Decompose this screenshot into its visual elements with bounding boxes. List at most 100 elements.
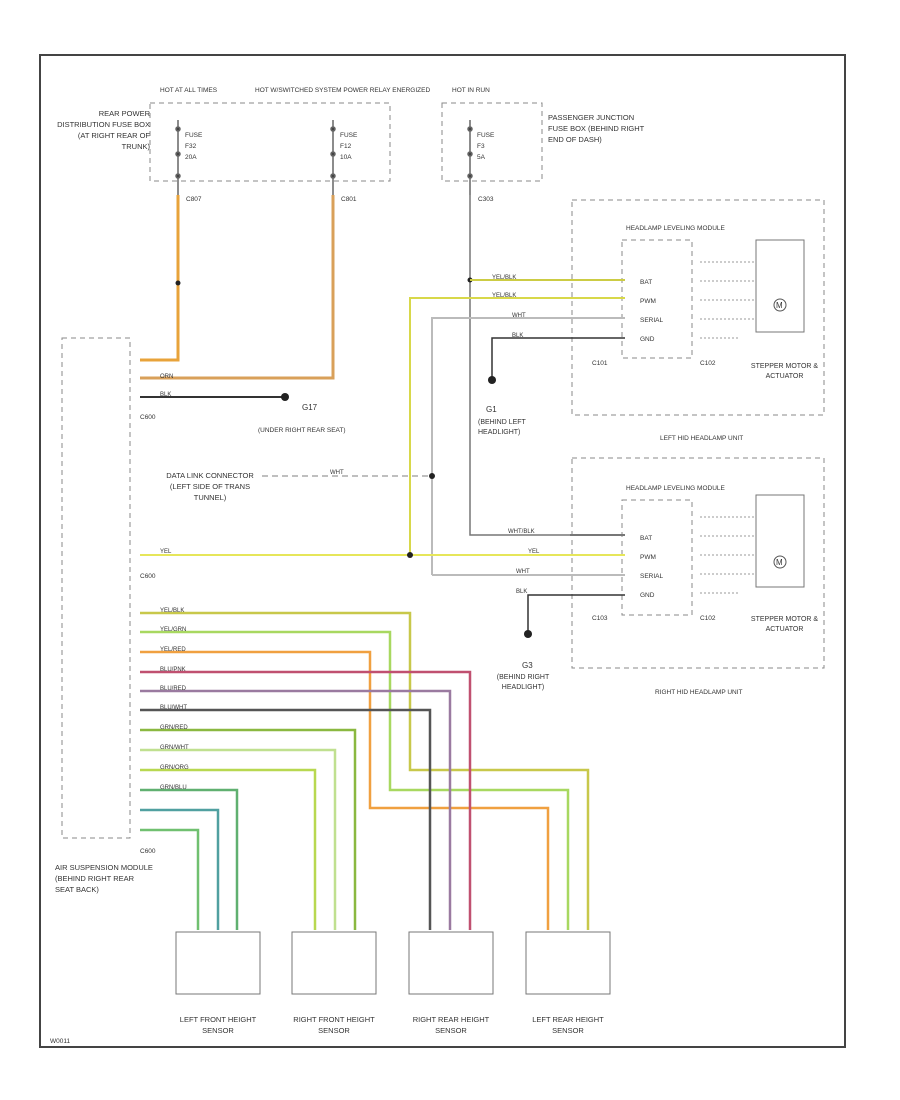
- right-rear-height-sensor: [408, 931, 494, 995]
- svg-text:BLU/RED: BLU/RED: [160, 686, 187, 692]
- svg-text:FUSE: FUSE: [340, 132, 358, 139]
- rh-stepper-label-wrap: STEPPER MOTOR & ACTUATOR: [750, 616, 819, 633]
- svg-text:F32: F32: [185, 143, 197, 150]
- rh-unit-label: RIGHT HID HEADLAMP UNIT: [655, 689, 743, 696]
- svg-text:FUSE: FUSE: [477, 132, 495, 139]
- rr-sensor-label-wrap: RIGHT REAR HEIGHT SENSOR: [412, 1015, 490, 1035]
- ground-g3-loc-wrap: (BEHIND RIGHT HEADLIGHT): [496, 674, 550, 691]
- rh-conn-c103: C103: [592, 615, 608, 622]
- wire-rh-gnd: [527, 594, 625, 632]
- conn-c303: C303: [478, 196, 494, 203]
- ground-g3: G3: [522, 661, 533, 670]
- lh-stepper-label: STEPPER MOTOR & ACTUATOR: [750, 363, 819, 380]
- conn-c801: C801: [341, 196, 357, 203]
- lh-conn-c102: C102: [700, 360, 716, 367]
- lh-module-label: HEADLAMP LEVELING MODULE: [626, 225, 726, 232]
- svg-text:GRN/RED: GRN/RED: [160, 725, 188, 731]
- sensor-harness: [140, 611, 590, 930]
- svg-text:PWM: PWM: [640, 298, 656, 305]
- dlc-label: DATA LINK CONNECTOR (LEFT SIDE OF TRANS …: [166, 471, 254, 502]
- asm-wire-orn: ORN: [160, 374, 173, 380]
- rh-module-pins: BAT PWM SERIAL GND: [640, 535, 664, 599]
- left-rear-height-sensor: [525, 931, 611, 995]
- ground-g17: G17: [302, 403, 318, 412]
- lh-headlamp-unit-outline: [571, 199, 825, 416]
- rf-sensor-label: RIGHT FRONT HEIGHT SENSOR: [293, 1015, 375, 1035]
- right-front-height-sensor: [291, 931, 377, 995]
- air-suspension-module-outline: [61, 337, 131, 839]
- lh-motor-mark: M: [776, 301, 783, 310]
- lh-unit-label: LEFT HID HEADLAMP UNIT: [660, 435, 743, 442]
- ground-g3-symbol: [524, 630, 532, 638]
- ground-g1-loc: (BEHIND LEFT HEADLIGHT): [478, 419, 526, 436]
- svg-text:20A: 20A: [185, 154, 197, 161]
- rr-sensor-label: RIGHT REAR HEIGHT SENSOR: [412, 1015, 490, 1035]
- svg-text:YEL/RED: YEL/RED: [160, 647, 186, 653]
- svg-text:F3: F3: [477, 143, 485, 150]
- ground-g3-loc: (BEHIND RIGHT HEADLIGHT): [496, 674, 550, 691]
- lh-stepper-motor: [755, 239, 805, 333]
- svg-text:10A: 10A: [340, 154, 352, 161]
- lh-wire-labels: YEL/BLK YEL/BLK WHT BLK: [492, 275, 526, 339]
- diagram-id: W0011: [50, 1038, 70, 1045]
- asm-wire-yel: YEL: [160, 549, 172, 555]
- hot-energized-label: HOT W/SWITCHED SYSTEM POWER RELAY ENERGI…: [255, 87, 430, 94]
- ground-g17-loc: (UNDER RIGHT REAR SEAT): [258, 427, 346, 434]
- svg-text:FUSE: FUSE: [185, 132, 203, 139]
- asm-wire-blk: BLK: [160, 392, 171, 398]
- rh-stepper-motor: [755, 494, 805, 588]
- ground-g1: G1: [486, 405, 497, 414]
- lh-module-outline: [621, 239, 693, 359]
- ground-g1-symbol: [488, 376, 496, 384]
- svg-text:BLU/WHT: BLU/WHT: [160, 705, 187, 711]
- rh-motor-mark: M: [776, 558, 783, 567]
- dlc-label-wrap: DATA LINK CONNECTOR (LEFT SIDE OF TRANS …: [166, 471, 254, 502]
- rh-wire-labels: WHT/BLK YEL WHT BLK: [508, 529, 540, 595]
- wire-wht-blk-f3: [469, 195, 570, 536]
- svg-text:YEL/BLK: YEL/BLK: [160, 608, 184, 614]
- pass-box-label-wrap: PASSENGER JUNCTION FUSE BOX (BEHIND RIGH…: [548, 113, 645, 144]
- asm-conn-bot: C600: [140, 848, 156, 855]
- svg-text:BLU/PNK: BLU/PNK: [160, 667, 186, 673]
- svg-text:BLK: BLK: [516, 589, 527, 595]
- svg-text:F12: F12: [340, 143, 352, 150]
- rear-box-label: REAR POWER DISTRIBUTION FUSE BOX (AT RIG…: [57, 109, 150, 151]
- asm-sensor-wire-labels: YEL/BLK YEL/GRN YEL/RED BLU/PNK BLU/RED …: [160, 608, 189, 791]
- svg-text:BLK: BLK: [512, 333, 523, 339]
- lf-sensor-label-wrap: LEFT FRONT HEIGHT SENSOR: [180, 1015, 256, 1035]
- svg-text:BAT: BAT: [640, 535, 652, 542]
- left-front-height-sensor: [175, 931, 261, 995]
- hot-in-run-label: HOT IN RUN: [452, 87, 490, 94]
- svg-text:YEL/GRN: YEL/GRN: [160, 627, 186, 633]
- wire-orn-f32: [140, 195, 180, 362]
- svg-text:5A: 5A: [477, 154, 486, 161]
- svg-text:SERIAL: SERIAL: [640, 573, 664, 580]
- ground-g17-symbol: [281, 393, 289, 401]
- lh-conn-c101: C101: [592, 360, 608, 367]
- hot-at-all-times-label: HOT AT ALL TIMES: [160, 87, 218, 94]
- rh-stepper-label: STEPPER MOTOR & ACTUATOR: [750, 616, 819, 633]
- wire-f12-asm: [140, 195, 335, 380]
- svg-text:WHT/BLK: WHT/BLK: [508, 529, 535, 535]
- svg-text:GRN/WHT: GRN/WHT: [160, 745, 189, 751]
- svg-text:WHT: WHT: [512, 313, 526, 319]
- fuse-f12: FUSE F12 10A: [340, 132, 358, 161]
- svg-text:GRN/ORG: GRN/ORG: [160, 765, 189, 771]
- wire-lh-gnd: [491, 337, 625, 378]
- wire-lh-serial: [431, 317, 625, 575]
- rh-module-outline: [621, 499, 693, 616]
- svg-text:PWM: PWM: [640, 554, 656, 561]
- lh-stepper-label-wrap: STEPPER MOTOR & ACTUATOR: [750, 363, 819, 380]
- pass-fuse-box-outline: [441, 102, 543, 182]
- wire-lh-pwm: [409, 297, 625, 555]
- rf-sensor-label-wrap: RIGHT FRONT HEIGHT SENSOR: [293, 1015, 375, 1035]
- lr-sensor-label-wrap: LEFT REAR HEIGHT SENSOR: [532, 1015, 604, 1035]
- rear-box-label-wrap: REAR POWER DISTRIBUTION FUSE BOX (AT RIG…: [57, 109, 150, 151]
- pass-box-label: PASSENGER JUNCTION FUSE BOX (BEHIND RIGH…: [548, 113, 645, 144]
- asm-conn-top: C600: [140, 414, 156, 421]
- dlc-wire-label: WHT: [330, 470, 344, 476]
- svg-text:YEL/BLK: YEL/BLK: [492, 293, 516, 299]
- rear-fuse-box-outline: [149, 102, 391, 182]
- svg-text:SERIAL: SERIAL: [640, 317, 664, 324]
